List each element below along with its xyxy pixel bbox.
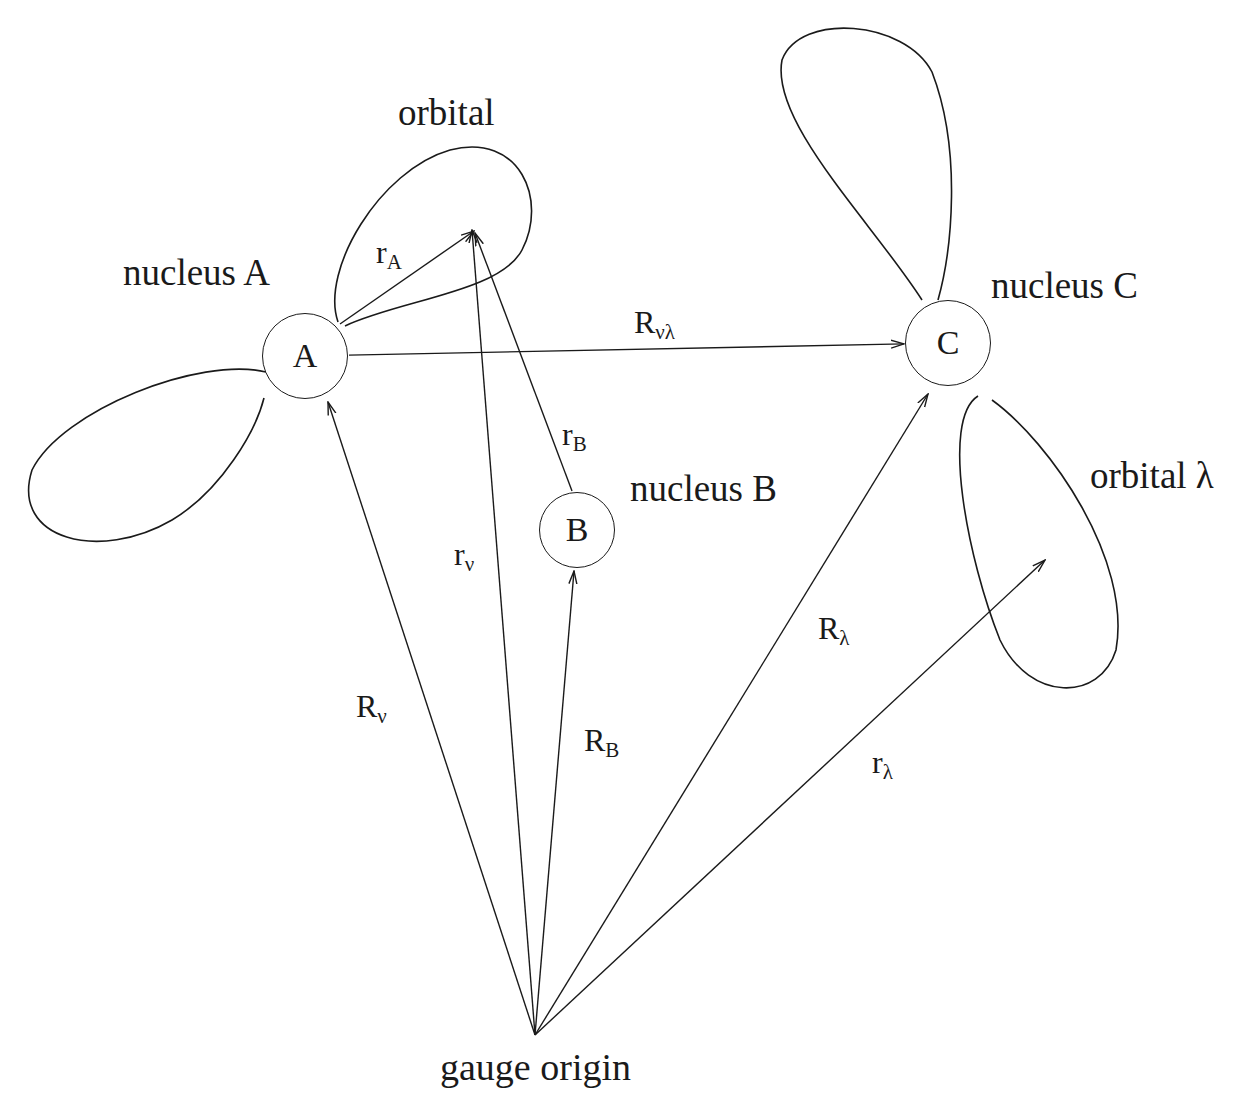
- nucleus-heading: nucleus B: [630, 470, 777, 507]
- text-label: orbital λ: [1090, 457, 1214, 494]
- nucleus-circle: nucleus BB: [539, 492, 615, 568]
- nucleus-heading: nucleus A: [123, 254, 270, 291]
- nucleus-circle: nucleus CC: [905, 300, 991, 386]
- nucleus-heading: nucleus C: [991, 267, 1138, 304]
- orbital-lobe: [960, 396, 1118, 688]
- vector-arrow: [475, 233, 572, 491]
- text-label: gauge origin: [440, 1048, 631, 1086]
- vector-arrow: [535, 571, 574, 1035]
- vector-label: Rνλ: [634, 306, 675, 338]
- vector-arrow: [349, 344, 904, 355]
- vector-arrow: [328, 402, 535, 1035]
- nucleus-circle: nucleus AA: [262, 313, 348, 399]
- orbital-lobe: [781, 28, 952, 300]
- vector-arrow: [535, 394, 928, 1035]
- vector-label: Rλ: [818, 612, 850, 644]
- vector-label: rA: [376, 236, 402, 268]
- nucleus-letter: A: [293, 339, 318, 373]
- vector-label: Rν: [356, 690, 387, 722]
- vector-label: rλ: [872, 746, 893, 778]
- vector-label: rν: [454, 538, 474, 570]
- vector-arrow: [340, 231, 474, 324]
- vector-arrow: [472, 230, 535, 1035]
- nucleus-letter: B: [566, 513, 589, 547]
- nucleus-letter: C: [937, 326, 960, 360]
- orbital-lobe: [29, 369, 266, 541]
- orbital-lobe: [335, 147, 532, 326]
- text-label: orbital: [398, 94, 495, 131]
- vector-label: RB: [584, 724, 619, 756]
- vector-arrow: [535, 560, 1045, 1035]
- vector-label: rB: [562, 418, 587, 450]
